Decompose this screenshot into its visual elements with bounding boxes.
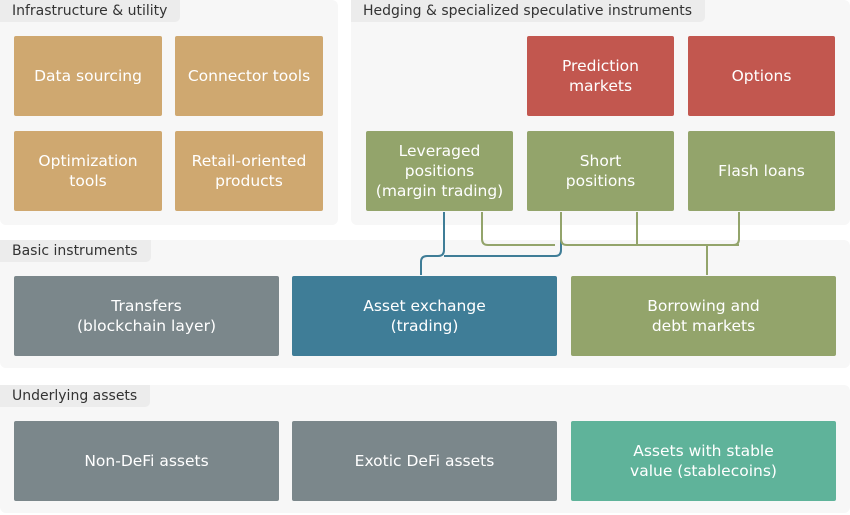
connector-leveraged-to-borrowing: [481, 212, 555, 246]
optimization-tools-box: Optimization tools: [14, 131, 162, 211]
options-box: Options: [688, 36, 835, 116]
flash-loans-box: Flash loans: [688, 131, 835, 211]
data-sourcing-box: Data sourcing: [14, 36, 162, 116]
prediction-markets-box: Prediction markets: [527, 36, 674, 116]
connector-leveraged-to-exchange: [420, 212, 445, 275]
leveraged-positions-box: Leveraged positions (margin trading): [366, 131, 513, 211]
connector-short-to-exchange: [444, 212, 562, 257]
transfers-box: Transfers (blockchain layer): [14, 276, 279, 356]
connector-flash-to-borrowing: [732, 212, 740, 246]
section-title-basic: Basic instruments: [0, 240, 151, 262]
exotic-defi-assets-box: Exotic DeFi assets: [292, 421, 557, 501]
non-defi-assets-box: Non-DeFi assets: [14, 421, 279, 501]
stablecoins-box: Assets with stable value (stablecoins): [571, 421, 836, 501]
section-title-hedging: Hedging & specialized speculative instru…: [351, 0, 706, 22]
short-positions-box: Short positions: [527, 131, 674, 211]
borrowing-debt-box: Borrowing and debt markets: [571, 276, 836, 356]
connector-short-to-borrowing: [560, 212, 739, 246]
section-title-underlying: Underlying assets: [0, 385, 151, 407]
asset-exchange-box: Asset exchange (trading): [292, 276, 557, 356]
section-title-infrastructure: Infrastructure & utility: [0, 0, 181, 22]
retail-products-box: Retail-oriented products: [175, 131, 323, 211]
connector-tools-box: Connector tools: [175, 36, 323, 116]
